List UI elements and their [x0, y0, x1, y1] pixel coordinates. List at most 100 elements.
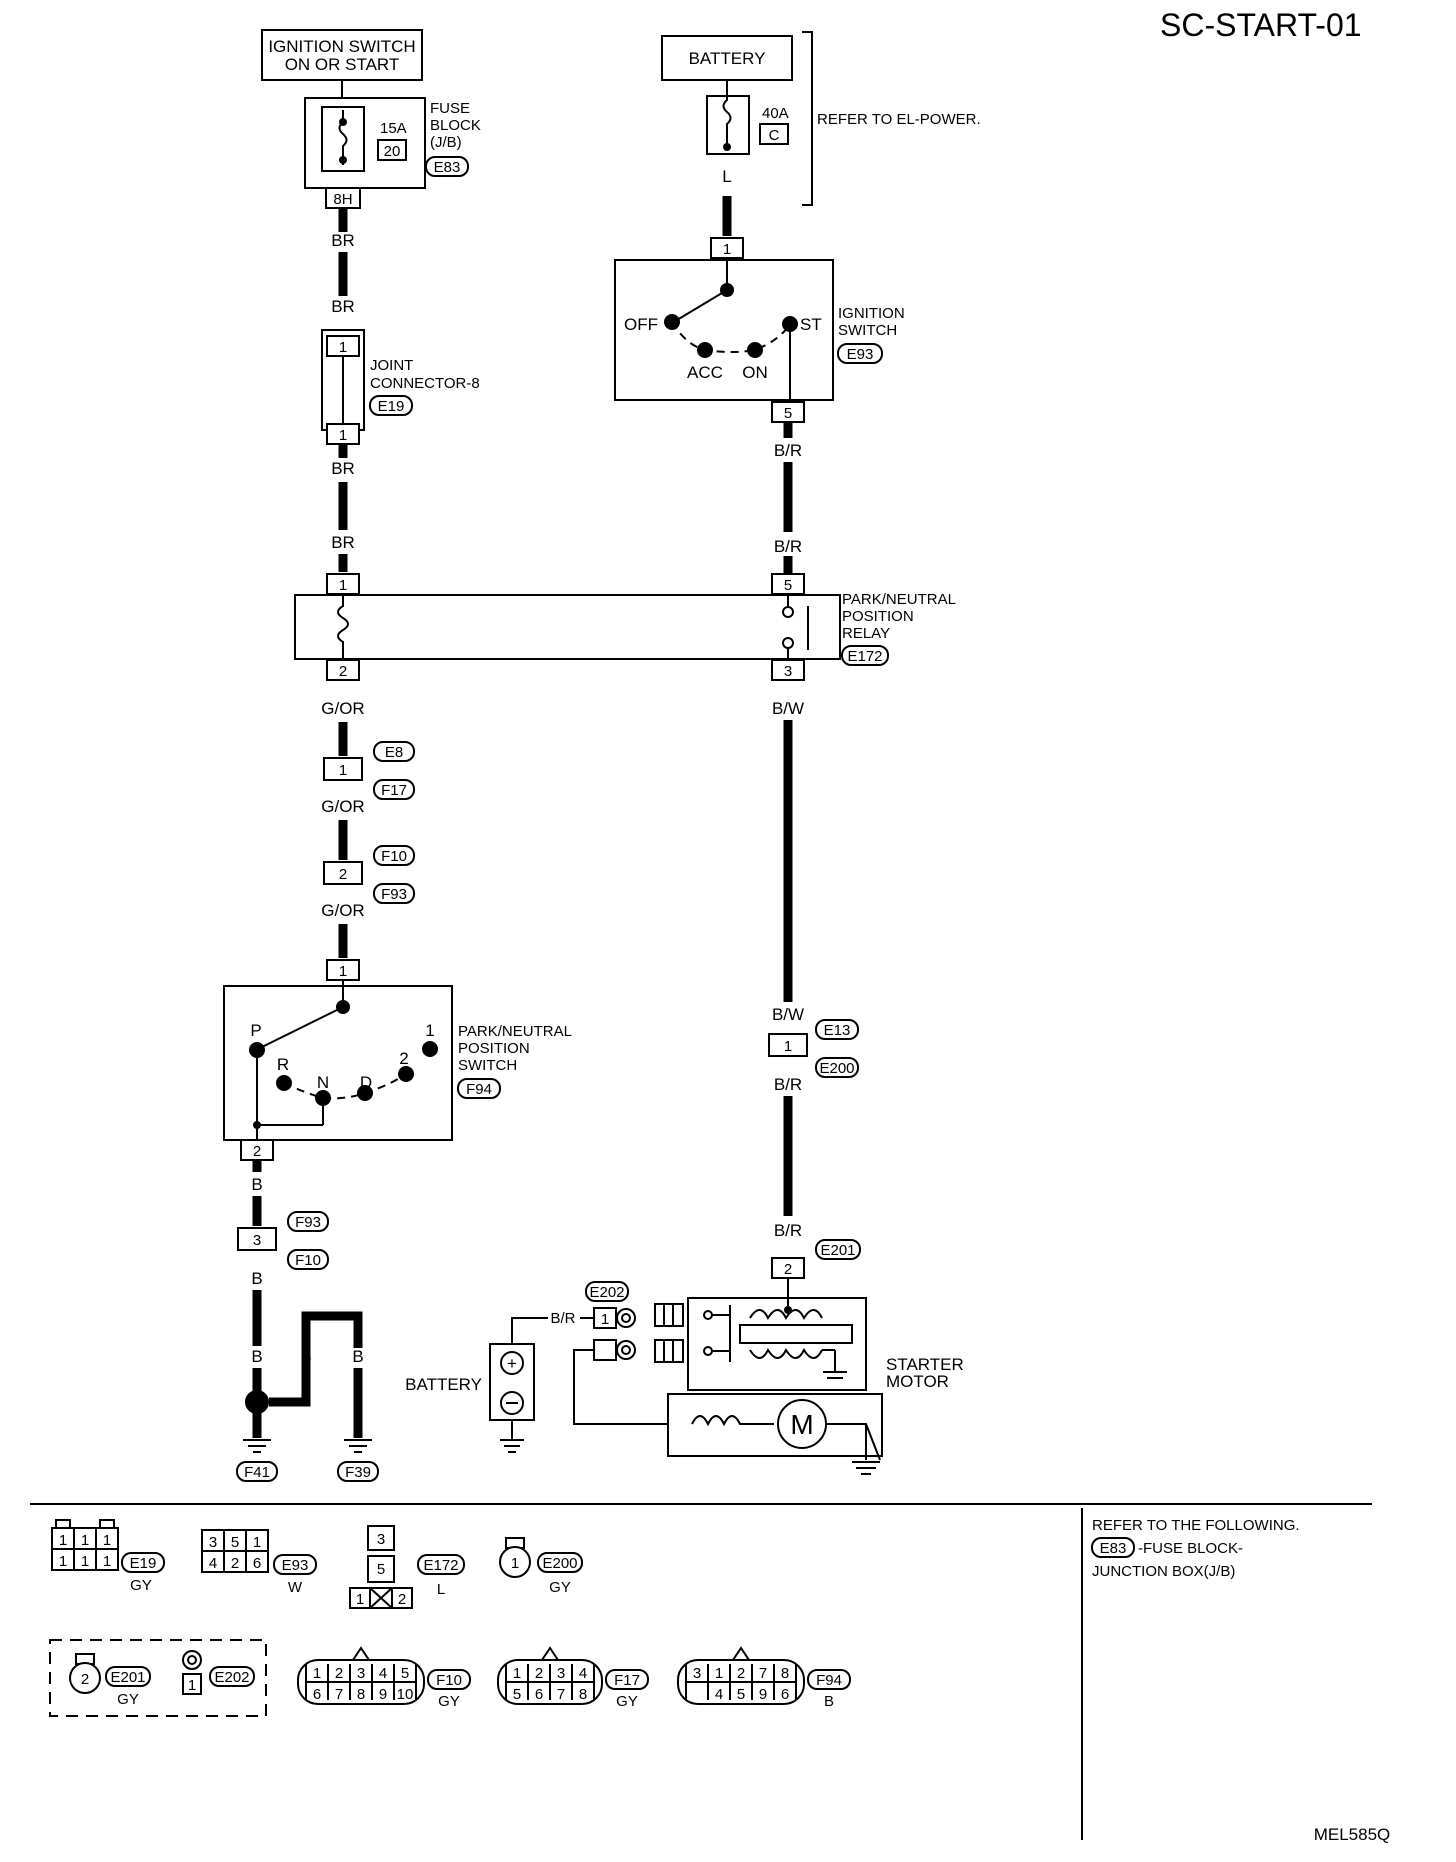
- svg-text:3: 3: [209, 1534, 217, 1551]
- svg-text:GY: GY: [130, 1577, 152, 1594]
- pin-label: 2: [335, 1665, 343, 1682]
- connector-e93-face: 3 5 1 4 2 6 E93 W: [201, 1529, 317, 1596]
- svg-text:ACC: ACC: [687, 363, 723, 382]
- svg-text:2: 2: [339, 866, 347, 883]
- connector-e19-face: 1 1 1 1 1 1 E19 GY: [51, 1519, 165, 1594]
- svg-text:3: 3: [784, 663, 792, 680]
- svg-text:F10: F10: [295, 1252, 321, 1269]
- svg-text:1: 1: [425, 1021, 434, 1040]
- svg-text:PARK/NEUTRAL: PARK/NEUTRAL: [842, 591, 956, 608]
- connector-e172-face: 3 5 1 2 E172 L: [349, 1525, 465, 1609]
- wire-color-b: B: [251, 1269, 262, 1288]
- svg-text:1: 1: [339, 427, 347, 444]
- pin-label: 2: [535, 1665, 543, 1682]
- pin-label: 8: [579, 1686, 587, 1703]
- svg-text:E200: E200: [542, 1555, 577, 1572]
- svg-text:E202: E202: [214, 1669, 249, 1686]
- svg-text:1: 1: [723, 241, 731, 258]
- wire-color-br: B/R: [550, 1310, 575, 1327]
- svg-text:6: 6: [253, 1555, 261, 1572]
- refer-note: REFER TO THE FOLLOWING. E83 -FUSE BLOCK-…: [1091, 1517, 1300, 1580]
- svg-text:2: 2: [398, 1591, 406, 1608]
- refer-el-power: REFER TO EL-POWER.: [817, 111, 981, 128]
- svg-text:F41: F41: [244, 1464, 270, 1481]
- connector-id: F94: [816, 1672, 842, 1689]
- wire-color-br: B/R: [774, 1221, 802, 1240]
- svg-text:+: +: [507, 1354, 517, 1373]
- svg-text:E19: E19: [378, 398, 405, 415]
- pin-label: 3: [693, 1665, 701, 1682]
- svg-text:E200: E200: [819, 1060, 854, 1077]
- connector-e200-face: 1 E200 GY: [499, 1537, 583, 1596]
- pin-label: 6: [535, 1686, 543, 1703]
- pin-label: 5: [401, 1665, 409, 1682]
- pin-label: 4: [715, 1686, 723, 1703]
- connector-e202: E202 1: [585, 1281, 636, 1361]
- pin-label: 7: [557, 1686, 565, 1703]
- svg-text:1: 1: [59, 1553, 67, 1570]
- connector-color: GY: [438, 1693, 460, 1710]
- connector-id: F10: [436, 1672, 462, 1689]
- pin-label: 8: [781, 1665, 789, 1682]
- svg-text:E19: E19: [130, 1555, 157, 1572]
- svg-text:D: D: [360, 1073, 372, 1092]
- svg-text:SWITCH: SWITCH: [838, 322, 897, 339]
- svg-text:3: 3: [377, 1531, 385, 1548]
- svg-text:1: 1: [339, 339, 347, 356]
- connector-e13-e200: 1 E13 E200: [768, 1019, 859, 1078]
- svg-text:OFF: OFF: [624, 315, 658, 334]
- svg-text:20: 20: [384, 143, 401, 160]
- svg-text:REFER TO THE FOLLOWING.: REFER TO THE FOLLOWING.: [1092, 1517, 1300, 1534]
- connector-f93-f10: 3 F93 F10: [237, 1211, 329, 1270]
- svg-text:JUNCTION BOX(J/B): JUNCTION BOX(J/B): [1092, 1563, 1235, 1580]
- wire-color-br: BR: [331, 231, 355, 250]
- pin-label: 4: [379, 1665, 387, 1682]
- svg-text:E201: E201: [820, 1242, 855, 1259]
- svg-text:2: 2: [399, 1049, 408, 1068]
- wire-color-br: BR: [331, 533, 355, 552]
- svg-text:BATTERY: BATTERY: [689, 49, 766, 68]
- connector-e201-face: 2 E201 GY: [69, 1653, 151, 1708]
- svg-text:E93: E93: [847, 346, 874, 363]
- svg-text:F39: F39: [345, 1464, 371, 1481]
- svg-text:40A: 40A: [762, 105, 789, 122]
- svg-text:1: 1: [339, 963, 347, 980]
- wire-color-b: B: [251, 1175, 262, 1194]
- pin-label: 3: [557, 1665, 565, 1682]
- connector-id: F17: [614, 1672, 640, 1689]
- park-neutral-position-switch-f94: 1 P R N D 2 1 2 PARK/NEUTRAL POSITION SW…: [223, 959, 572, 1161]
- svg-text:ON OR START: ON OR START: [285, 55, 400, 74]
- svg-text:F10: F10: [381, 848, 407, 865]
- svg-text:1: 1: [784, 1038, 792, 1055]
- svg-text:1: 1: [103, 1532, 111, 1549]
- fuse-40a: 40A C: [706, 80, 789, 155]
- svg-text:1: 1: [511, 1555, 519, 1572]
- svg-text:CONNECTOR-8: CONNECTOR-8: [370, 375, 480, 392]
- starter-battery: + BATTERY: [405, 1317, 548, 1453]
- svg-text:SWITCH: SWITCH: [458, 1057, 517, 1074]
- wire-color-gor: G/OR: [321, 901, 364, 920]
- svg-text:L: L: [437, 1581, 445, 1598]
- svg-text:GY: GY: [117, 1691, 139, 1708]
- svg-text:RELAY: RELAY: [842, 625, 890, 642]
- svg-text:IGNITION: IGNITION: [838, 305, 905, 322]
- pin-label: 6: [313, 1686, 321, 1703]
- svg-text:W: W: [288, 1579, 303, 1596]
- svg-text:POSITION: POSITION: [842, 608, 914, 625]
- svg-text:1: 1: [81, 1553, 89, 1570]
- wire-color-bw: B/W: [772, 699, 804, 718]
- svg-text:MOTOR: MOTOR: [886, 1372, 949, 1391]
- wire-color-br: BR: [331, 297, 355, 316]
- connector-f10-f93: 2 F10 F93: [323, 845, 415, 904]
- pin-label: 3: [357, 1665, 365, 1682]
- svg-text:FUSE: FUSE: [430, 100, 470, 117]
- svg-text:IGNITION SWITCH: IGNITION SWITCH: [268, 37, 415, 56]
- svg-text:15A: 15A: [380, 120, 407, 137]
- wire-color-b: B: [251, 1347, 262, 1366]
- svg-text:PARK/NEUTRAL: PARK/NEUTRAL: [458, 1023, 572, 1040]
- wire-color-gor: G/OR: [321, 797, 364, 816]
- connector-color: B: [824, 1693, 834, 1710]
- svg-text:-FUSE BLOCK-: -FUSE BLOCK-: [1138, 1540, 1243, 1557]
- svg-text:E172: E172: [423, 1557, 458, 1574]
